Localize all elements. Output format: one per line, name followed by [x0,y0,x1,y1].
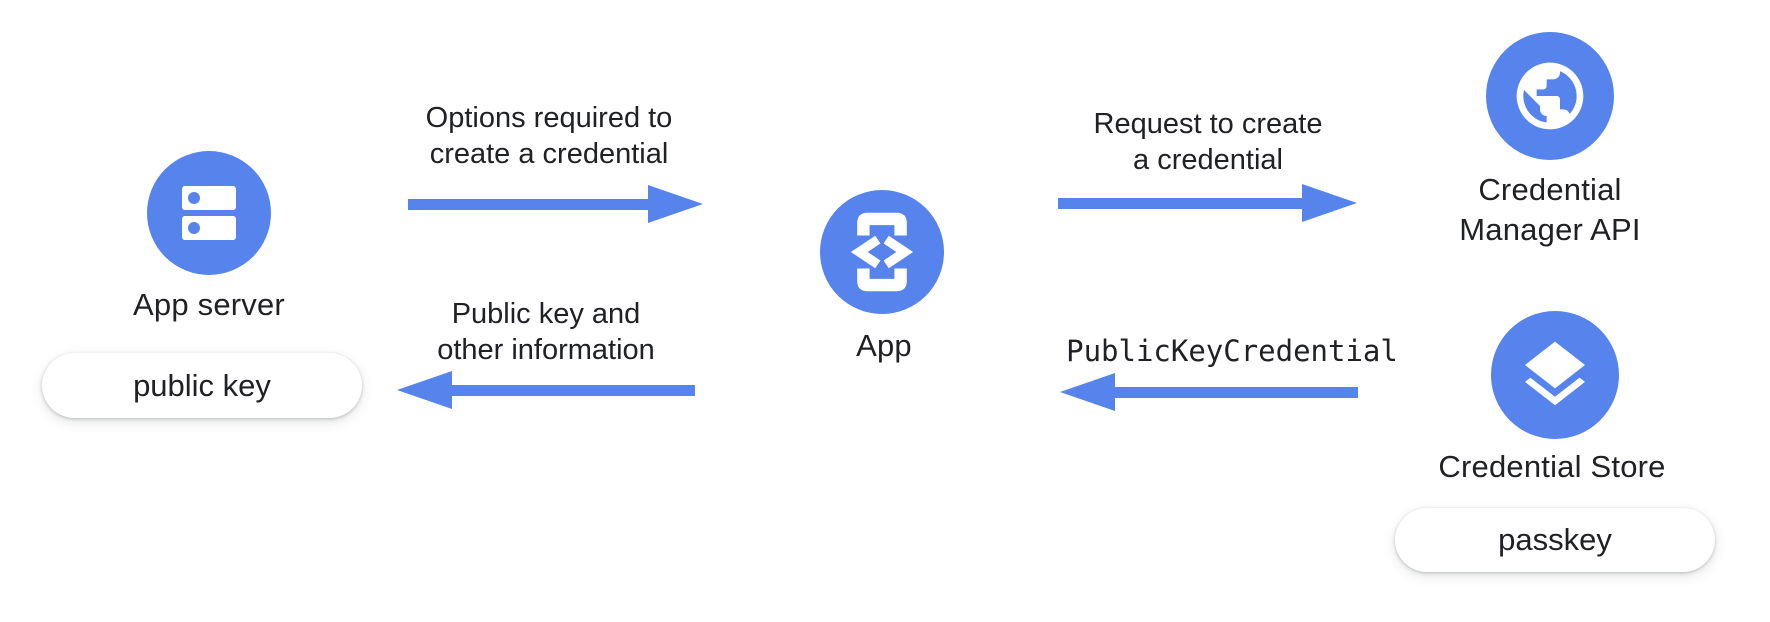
options-arrow-label-line2: create a credential [429,138,669,170]
arrow-shaft [1058,197,1302,209]
arrow-head-right-icon [1302,184,1357,222]
public-key-info-arrow-left-icon [397,371,695,409]
arrow-head-left-icon [397,371,452,409]
app-label: App [856,328,912,363]
request-arrow-label-line1: Request to create [1093,108,1323,140]
credential-manager-api-label-line2: Manager API [1459,212,1641,247]
options-arrow-label-line1: Options required to [425,102,673,134]
public-key-credential-label: PublicKeyCredential [1066,334,1398,368]
passkey-pill: passkey [1395,508,1715,572]
request-arrow-right-icon [1058,184,1357,222]
options-arrow-label: Options required to create a credential [349,100,749,172]
layers-icon [1515,335,1595,415]
public-key-info-label-line2: other information [437,334,655,366]
server-icon [173,177,245,249]
app-server-node [147,151,271,275]
public-key-info-arrow-label: Public key and other information [346,296,746,368]
credential-manager-api-label: Credential Manager API [1350,170,1750,250]
app-code-phone-icon [820,190,944,314]
credential-manager-api-label-line1: Credential [1478,172,1622,207]
credential-store-label: Credential Store [1438,449,1666,484]
arrow-head-left-icon [1060,373,1115,411]
app-server-label: App server [133,287,285,322]
app-node [820,190,944,314]
options-arrow-right-icon [408,185,703,223]
request-arrow-label-line2: a credential [1133,144,1283,176]
public-key-pill: public key [42,353,362,418]
credential-store-node [1491,311,1619,439]
arrow-shaft [408,198,648,210]
globe-icon [1510,56,1590,136]
arrow-head-right-icon [648,185,703,223]
credential-manager-api-node [1486,32,1614,160]
public-key-info-label-line1: Public key and [451,298,641,330]
arrow-shaft [1115,386,1358,398]
request-arrow-label: Request to create a credential [1008,106,1408,178]
public-key-credential-arrow-left-icon [1060,373,1358,411]
arrow-shaft [452,384,695,396]
